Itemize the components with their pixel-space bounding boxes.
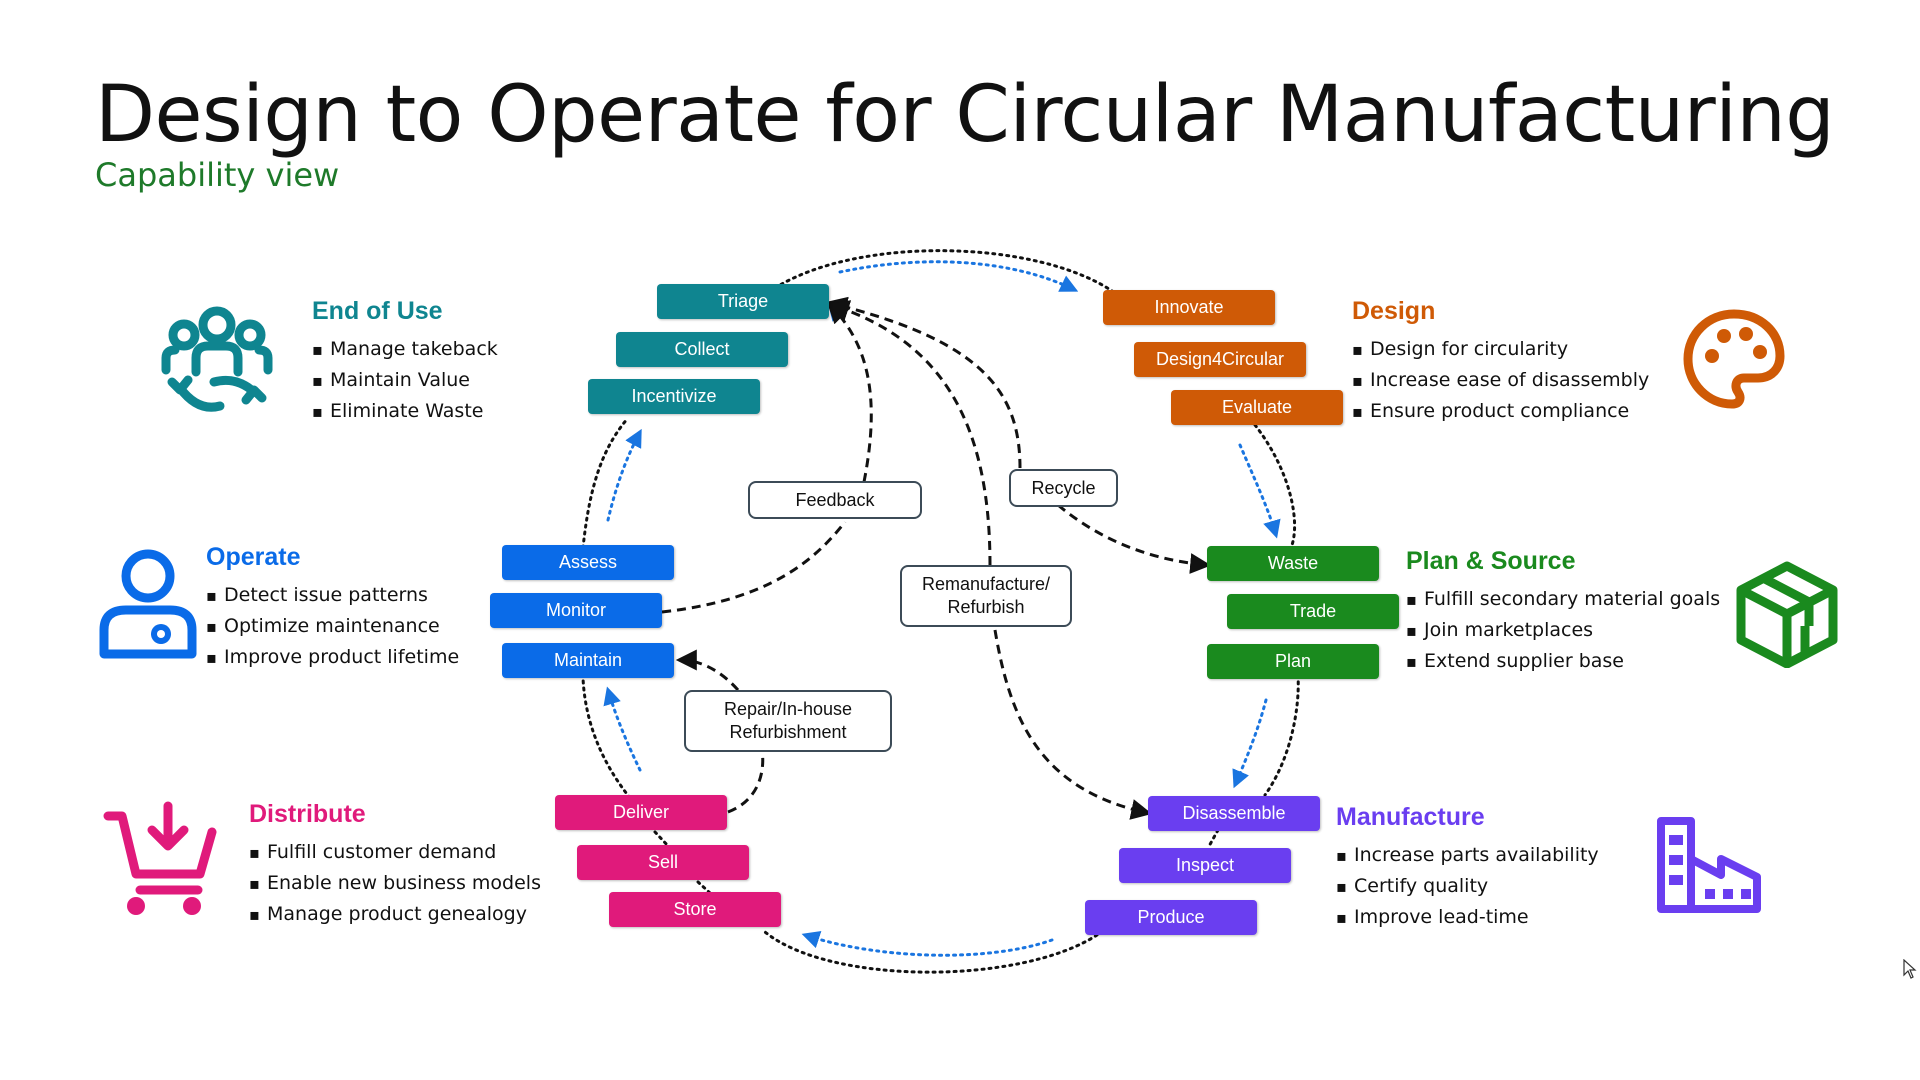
bullet-plan-source-2: Join marketplaces <box>1406 615 1720 646</box>
node-triage[interactable]: Triage <box>657 284 829 319</box>
people-cycle-icon <box>158 300 276 423</box>
remanufacture-label: Remanufacture/ Refurbish <box>900 565 1072 627</box>
cycle-top-arc <box>773 249 1117 295</box>
group-heading-manufacture: Manufacture <box>1336 803 1485 831</box>
bullet-plan-source-3: Extend supplier base <box>1406 646 1720 677</box>
group-plan-source: Plan & Source Fulfill secondary material… <box>1406 547 1720 677</box>
node-collect[interactable]: Collect <box>616 332 788 367</box>
repair-to-maintain <box>675 649 740 692</box>
node-plan[interactable]: Plan <box>1207 644 1379 679</box>
cycle-operate-to-eou <box>581 416 630 550</box>
package-icon <box>1733 560 1841 673</box>
group-heading-design: Design <box>1352 297 1436 325</box>
recycle-loop-upper <box>825 296 1022 469</box>
bullet-distribute-1: Fulfill customer demand <box>249 837 541 868</box>
group-heading-operate: Operate <box>206 543 301 571</box>
group-end-of-use: End of Use Manage takeback Maintain Valu… <box>312 297 498 427</box>
node-maintain[interactable]: Maintain <box>502 643 674 678</box>
cycle-distribute-to-operate <box>581 676 632 800</box>
bullet-distribute-3: Manage product genealogy <box>249 899 541 930</box>
repair-from-deliver <box>727 749 765 814</box>
bullet-manufacture-1: Increase parts availability <box>1336 840 1599 871</box>
bullet-plan-source-1: Fulfill secondary material goals <box>1406 584 1720 615</box>
node-waste[interactable]: Waste <box>1207 546 1379 581</box>
flow-arrow-top <box>838 260 1079 292</box>
palette-icon <box>1680 306 1788 419</box>
group-manufacture: Manufacture Increase parts availability … <box>1336 803 1599 933</box>
node-inspect[interactable]: Inspect <box>1119 848 1291 883</box>
bullet-manufacture-3: Improve lead-time <box>1336 902 1599 933</box>
node-disassemble[interactable]: Disassemble <box>1148 796 1320 831</box>
node-incentivize[interactable]: Incentivize <box>588 379 760 414</box>
group-operate: Operate Detect issue patterns Optimize m… <box>206 543 459 673</box>
page-title: Design to Operate for Circular Manufactu… <box>95 70 1835 160</box>
mouse-cursor-icon <box>1903 958 1917 984</box>
page-subtitle: Capability view <box>95 156 340 194</box>
group-distribute: Distribute Fulfill customer demand Enabl… <box>249 800 541 930</box>
repair-label: Repair/In-house Refurbishment <box>684 690 892 752</box>
bullet-design-1: Design for circularity <box>1352 334 1649 365</box>
feedback-label: Feedback <box>748 481 922 519</box>
node-store[interactable]: Store <box>609 892 781 927</box>
remanufacture-text-line2: Refurbish <box>947 597 1025 617</box>
feedback-to-triage <box>827 302 873 483</box>
group-heading-end-of-use: End of Use <box>312 297 443 325</box>
group-heading-plan-source: Plan & Source <box>1406 547 1576 575</box>
feedback-text: Feedback <box>795 489 875 510</box>
cycle-plan-to-manufacture <box>1263 673 1300 797</box>
node-monitor[interactable]: Monitor <box>490 593 662 628</box>
bullet-end-of-use-1: Manage takeback <box>312 334 498 365</box>
factory-icon <box>1655 815 1767 920</box>
flow-arrow-design-plan <box>1238 443 1281 539</box>
node-evaluate[interactable]: Evaluate <box>1171 390 1343 425</box>
node-produce[interactable]: Produce <box>1085 900 1257 935</box>
bullet-operate-3: Improve product lifetime <box>206 642 459 673</box>
cycle-bottom-arc <box>763 930 1099 974</box>
node-assess[interactable]: Assess <box>502 545 674 580</box>
person-operator-icon <box>98 548 198 665</box>
bullet-design-3: Ensure product compliance <box>1352 396 1649 427</box>
node-design4circular[interactable]: Design4Circular <box>1134 342 1306 377</box>
node-deliver[interactable]: Deliver <box>555 795 727 830</box>
cycle-design-to-plan <box>1253 423 1297 547</box>
shopping-cart-icon <box>102 800 220 923</box>
recycle-to-waste <box>1057 503 1212 574</box>
bullet-operate-2: Optimize maintenance <box>206 611 459 642</box>
remanufacture-text-line1: Remanufacture/ <box>921 574 1051 594</box>
bullet-end-of-use-2: Maintain Value <box>312 365 498 396</box>
recycle-text: Recycle <box>1031 477 1096 498</box>
node-sell[interactable]: Sell <box>577 845 749 880</box>
remanufacture-upper <box>828 300 992 566</box>
flow-arrow-bottom <box>801 931 1054 957</box>
node-innovate[interactable]: Innovate <box>1103 290 1275 325</box>
bullet-manufacture-2: Certify quality <box>1336 871 1599 902</box>
remanufacture-to-disassemble <box>993 629 1153 820</box>
flow-arrow-operate-eou <box>606 428 642 522</box>
group-design: Design Design for circularity Increase e… <box>1352 297 1649 427</box>
cycle-sell-store <box>696 880 712 895</box>
repair-text-line2: Refurbishment <box>729 722 847 742</box>
repair-text-line1: Repair/In-house <box>723 699 853 719</box>
bullet-distribute-2: Enable new business models <box>249 868 541 899</box>
group-heading-distribute: Distribute <box>249 800 366 828</box>
bullet-end-of-use-3: Eliminate Waste <box>312 396 498 427</box>
cycle-disassemble-inspect <box>1206 828 1220 850</box>
flow-arrow-plan-manufacture <box>1232 698 1268 789</box>
bullet-operate-1: Detect issue patterns <box>206 580 459 611</box>
flow-arrow-distribute-operate <box>603 686 642 772</box>
node-trade[interactable]: Trade <box>1227 594 1399 629</box>
recycle-label: Recycle <box>1009 469 1118 507</box>
feedback-loop-line <box>661 521 847 614</box>
bullet-design-2: Increase ease of disassembly <box>1352 365 1649 396</box>
